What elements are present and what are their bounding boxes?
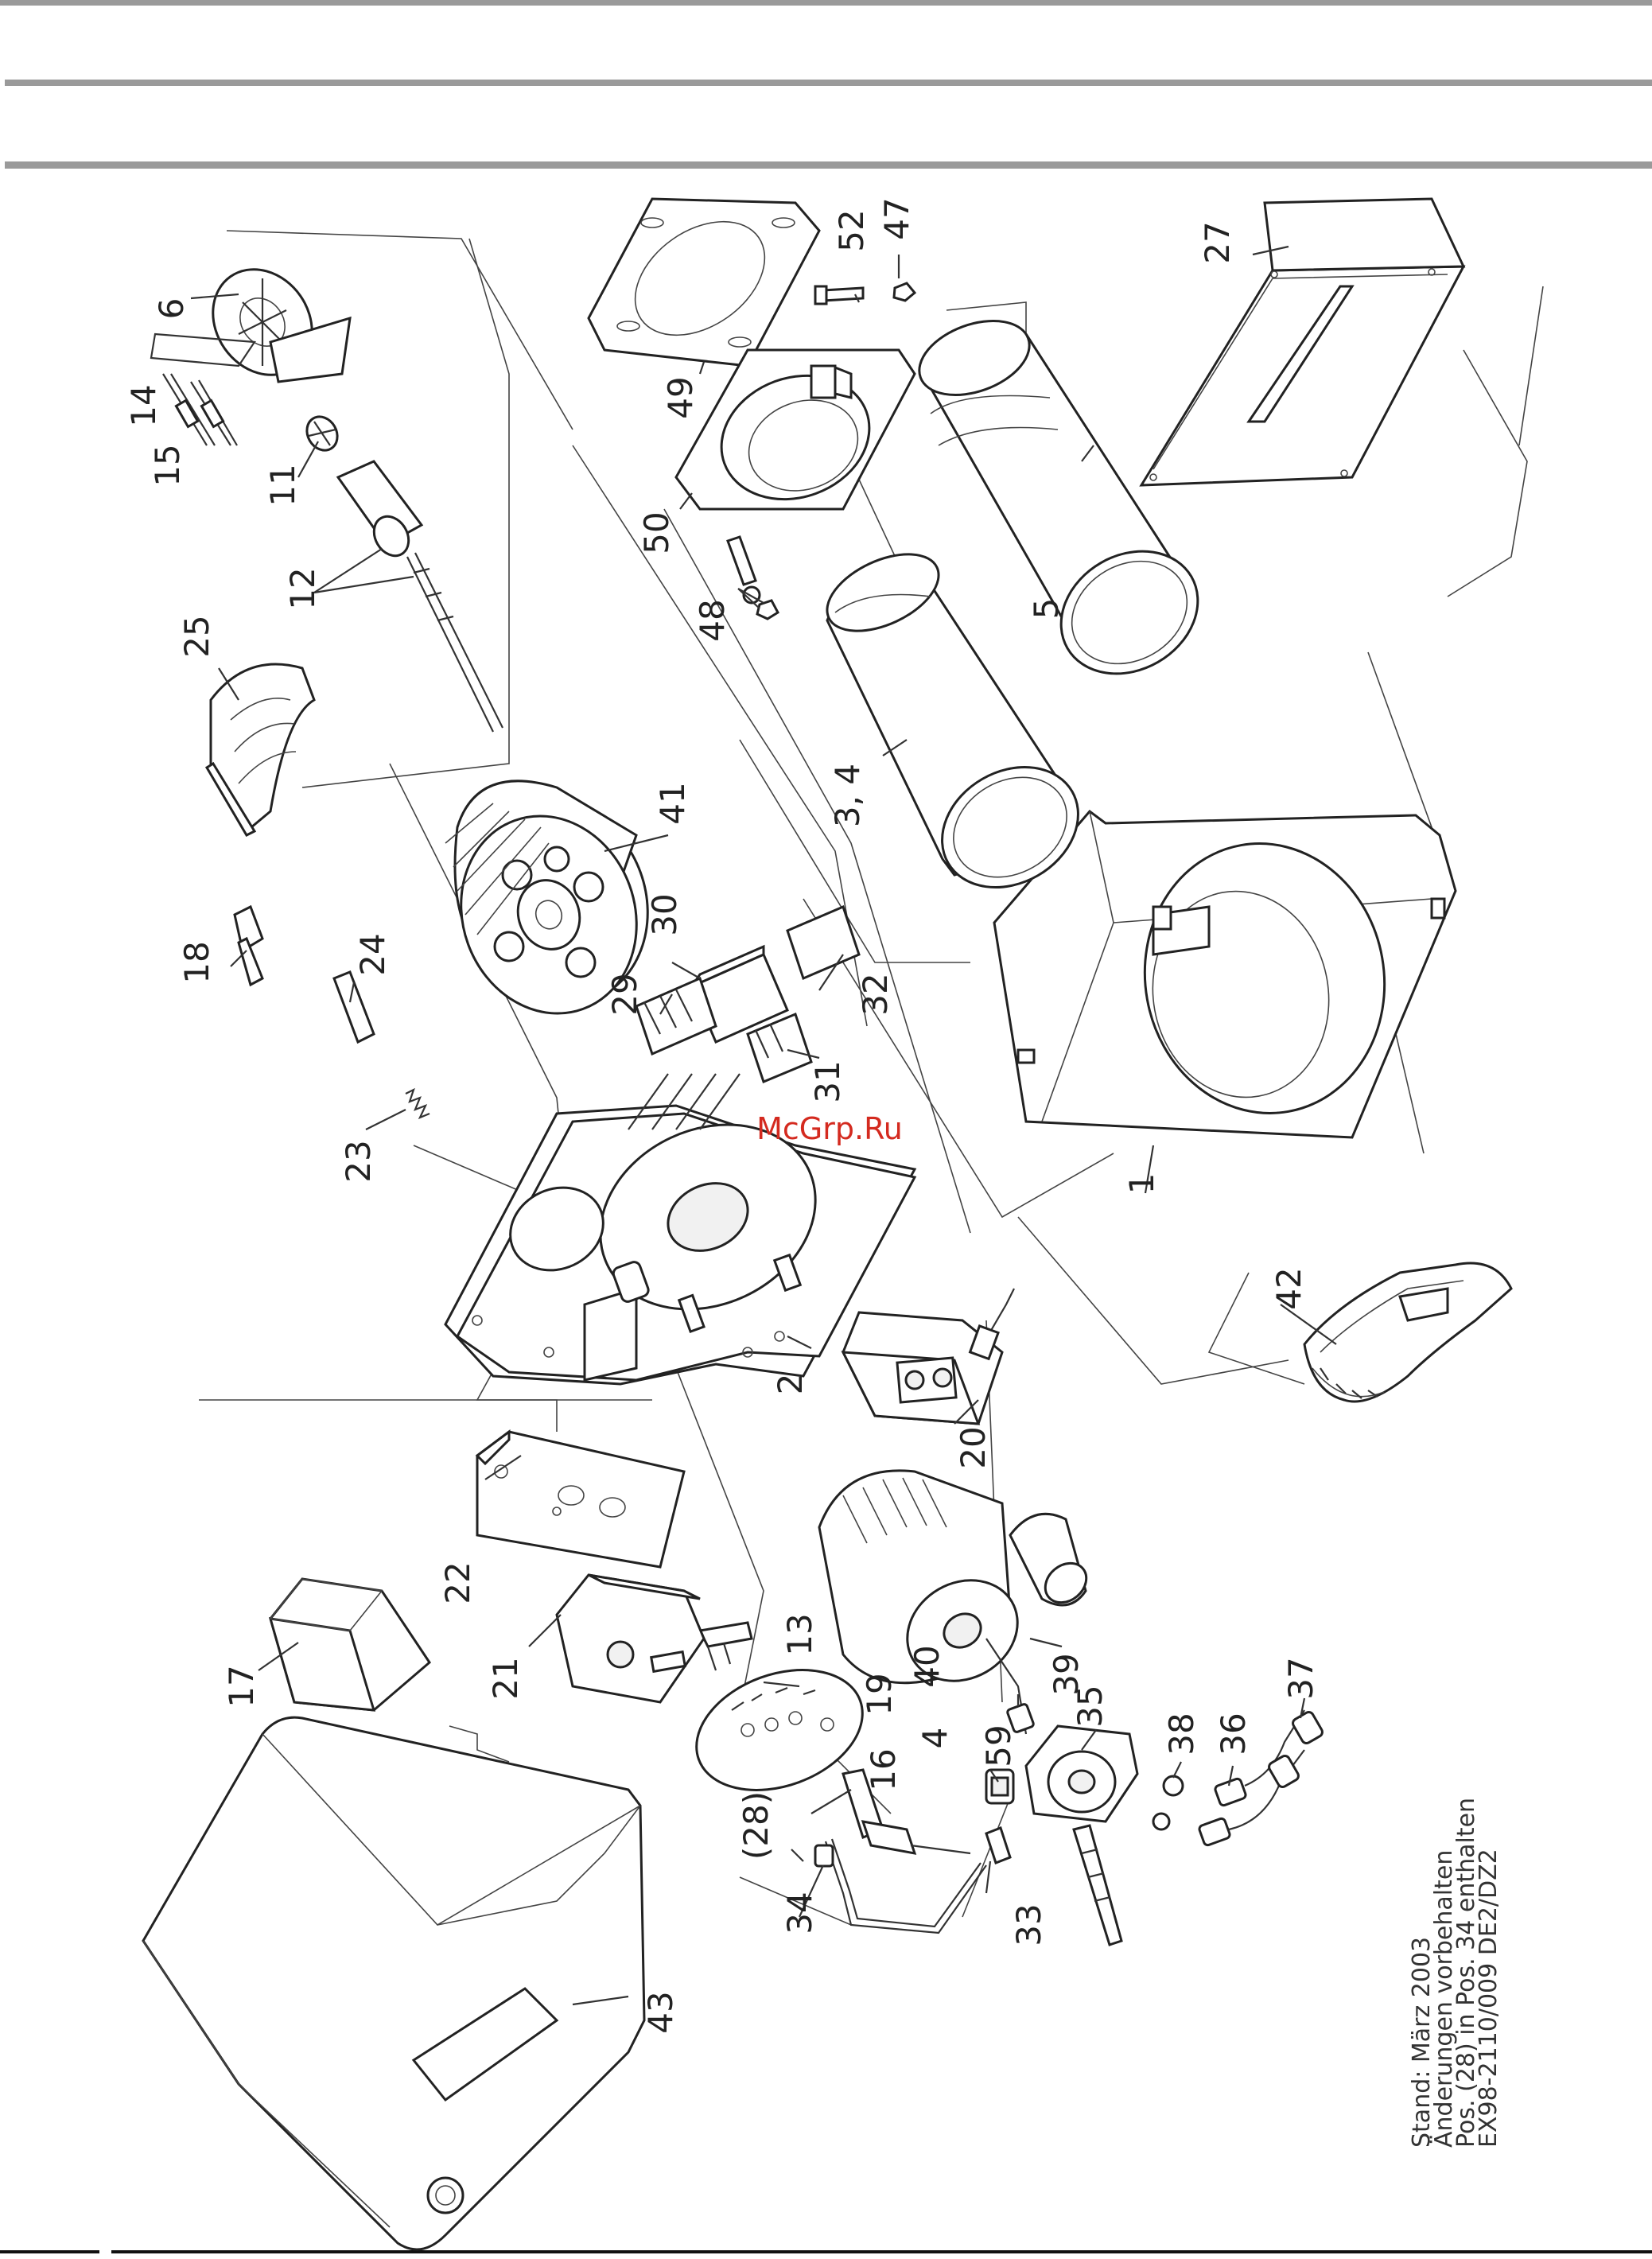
part-14-15-ignition-electrodes: [163, 374, 237, 445]
watermark-text: McGrp.Ru: [756, 1111, 903, 1146]
part-12-nozzle-holder: [338, 461, 503, 732]
label-part-17: 17: [222, 1665, 261, 1707]
part-13-clip: [700, 1623, 752, 1670]
part-23-spring: [406, 1090, 430, 1118]
part-34-oil-line: [815, 1839, 986, 1933]
part-22-bracket-plate: [477, 1432, 684, 1567]
label-part-34: 34: [780, 1892, 819, 1934]
label-part-22: 22: [438, 1561, 477, 1604]
label-part-49: 49: [661, 376, 700, 418]
top-rule: [0, 0, 1652, 6]
part-27-frame: [1141, 199, 1463, 485]
label-part-5: 5: [1027, 598, 1066, 620]
label-part-33: 33: [1009, 1903, 1048, 1946]
label-part-4b: 4: [915, 1728, 954, 1749]
label-part-19: 19: [860, 1673, 899, 1715]
label-part-30: 30: [645, 893, 684, 935]
label-part-42: 42: [1269, 1267, 1308, 1309]
part-48-bolts: [728, 537, 778, 619]
label-part-37: 37: [1281, 1657, 1320, 1699]
label-part-38: 38: [1162, 1713, 1201, 1755]
label-part-3-4: 3, 4: [828, 764, 867, 827]
label-part-25: 25: [177, 615, 216, 657]
part-18-bracket: [235, 907, 262, 985]
label-part-2: 2: [771, 1374, 810, 1395]
label-part-24: 24: [353, 933, 392, 975]
part-20-ignition-transformer: [843, 1289, 1014, 1424]
footer-rule-left: [0, 2250, 99, 2253]
notes-block: Stand: März 2003 Änderungen vorbehalten …: [1408, 1798, 1502, 2148]
label-part-1: 1: [1122, 1173, 1161, 1195]
label-part-18: 18: [177, 941, 216, 983]
label-part-40: 40: [908, 1645, 946, 1687]
label-part-20: 20: [954, 1426, 993, 1468]
footer-rule-right: [111, 2250, 1652, 2253]
part-42-air-damper: [1304, 1263, 1511, 1402]
label-part-13: 13: [780, 1613, 819, 1655]
part-25-shield-plate: [207, 664, 314, 835]
part-33-fitting: [986, 1828, 1010, 1863]
label-part-52: 52: [832, 209, 871, 251]
part-50-mounting-flange: [676, 350, 915, 519]
label-part-59: 59: [979, 1724, 1018, 1767]
label-part-29: 29: [605, 973, 644, 1015]
part-1-blower-housing: [994, 811, 1456, 1137]
part-16-photocell: [843, 1770, 970, 1853]
label-part-21: 21: [486, 1657, 525, 1699]
header-rule-1: [5, 80, 1652, 86]
label-part-6: 6: [152, 298, 191, 320]
label-part-27: 27: [1198, 221, 1237, 263]
label-part-48: 48: [693, 599, 732, 641]
label-part-32: 32: [856, 973, 895, 1015]
note-drawing-number: EX98-2110/009 DE2/DZ2: [1475, 1849, 1502, 2148]
label-part-14: 14: [124, 384, 163, 426]
label-part-12: 12: [283, 567, 322, 609]
part-43-cover-hood: [143, 1717, 644, 2249]
part-6-burner-head: [151, 250, 350, 394]
label-part-23: 23: [339, 1140, 378, 1182]
label-part-11: 11: [263, 464, 302, 506]
label-part-39: 39: [1047, 1653, 1086, 1695]
part-59-valve: [986, 1770, 1013, 1803]
label-part-50: 50: [637, 511, 676, 554]
part-11-nozzle: [301, 411, 343, 456]
label-part-28: (28): [737, 1791, 775, 1860]
label-part-36: 36: [1214, 1713, 1253, 1755]
part-47-nut: [894, 283, 915, 301]
label-part-16: 16: [864, 1748, 903, 1790]
label-part-43: 43: [641, 1991, 680, 2033]
part-21-control-box: [557, 1575, 704, 1702]
label-part-31: 31: [808, 1060, 847, 1102]
label-part-47: 47: [877, 197, 916, 239]
label-part-41: 41: [653, 782, 692, 824]
part-49-gasket: [589, 198, 819, 366]
header-rule-2: [5, 161, 1652, 169]
label-part-15: 15: [148, 444, 187, 486]
